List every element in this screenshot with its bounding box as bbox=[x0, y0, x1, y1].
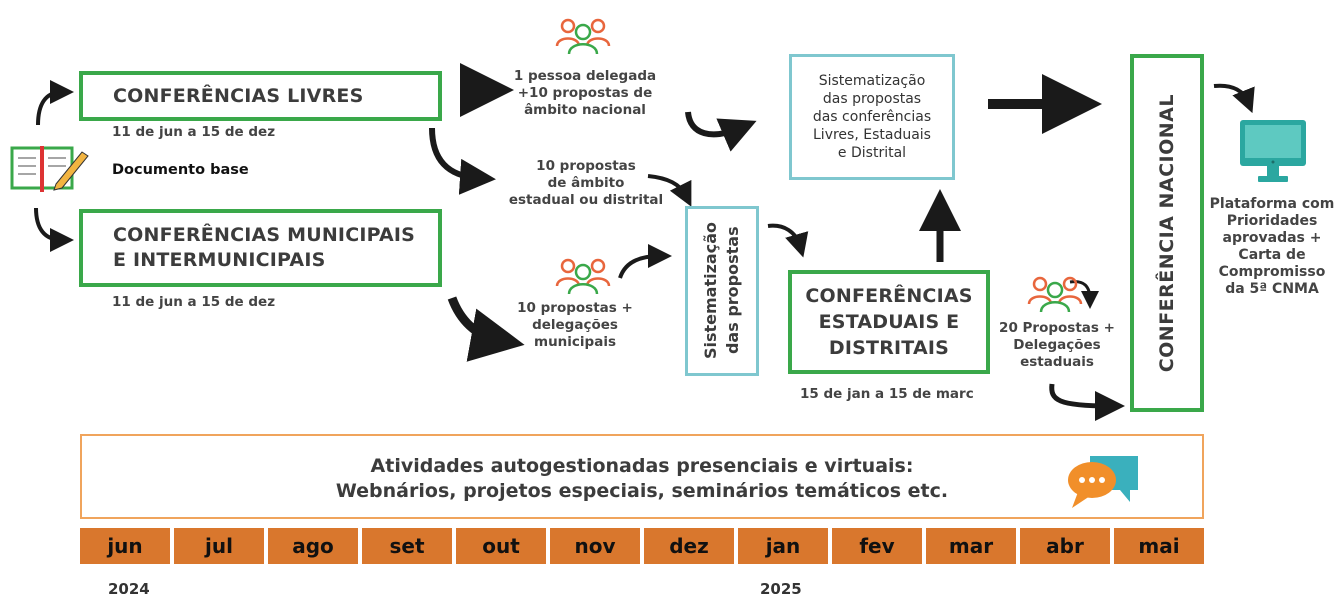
month-out: out bbox=[456, 528, 546, 564]
conferencias-municipais-title-2: E INTERMUNICIPAIS bbox=[113, 249, 326, 271]
sistematizacao-box: Sistematização das propostas das conferê… bbox=[789, 54, 955, 180]
notebook-pencil-icon bbox=[10, 146, 89, 192]
arrow-estaduais-label-to-nacional bbox=[1049, 383, 1125, 421]
month-abr: abr bbox=[1020, 528, 1110, 564]
people-group-icon bbox=[555, 18, 611, 55]
year-2025: 2025 bbox=[760, 580, 802, 598]
arrow-estadual-to-vertical bbox=[647, 174, 692, 207]
month-mai: mai bbox=[1114, 528, 1204, 564]
documento-base-label: Documento base bbox=[112, 162, 249, 178]
year-2024: 2024 bbox=[108, 580, 150, 598]
plataforma-label: Plataforma com Prioridades aprovadas + C… bbox=[1209, 196, 1335, 297]
arrow-doc-to-municipais bbox=[34, 207, 74, 252]
month-fev: fev bbox=[832, 528, 922, 564]
arrow-people-to-right bbox=[1069, 280, 1099, 309]
conferencias-municipais-title-1: CONFERÊNCIAS MUNICIPAIS bbox=[113, 224, 416, 246]
atividades-line-2: Webnários, projetos especiais, seminário… bbox=[335, 480, 949, 502]
month-jun: jun bbox=[80, 528, 170, 564]
chat-bubbles-icon bbox=[1068, 456, 1138, 508]
arrow-municipais-to-label bbox=[447, 296, 525, 362]
month-dez: dez bbox=[644, 528, 734, 564]
month-set: set bbox=[362, 528, 452, 564]
month-timeline: jun jul ago set out nov dez jan fev mar … bbox=[80, 528, 1204, 564]
month-jan: jan bbox=[738, 528, 828, 564]
atividades-line-1: Atividades autogestionadas presenciais e… bbox=[370, 455, 914, 477]
conferencias-municipais-box: CONFERÊNCIAS MUNICIPAIS E INTERMUNICIPAI… bbox=[79, 209, 442, 287]
conferencias-livres-title: CONFERÊNCIAS LIVRES bbox=[113, 84, 364, 107]
conferencias-municipais-date: 11 de jun a 15 de dez bbox=[112, 294, 276, 310]
month-nov: nov bbox=[550, 528, 640, 564]
arrow-vertical-to-estaduais bbox=[767, 223, 809, 258]
arrow-nacional-to-monitor bbox=[1213, 83, 1255, 114]
atividades-box: Atividades autogestionadas presenciais e… bbox=[80, 434, 1204, 519]
conferencias-estaduais-box: CONFERÊNCIAS ESTADUAIS E DISTRITAIS bbox=[788, 270, 990, 374]
arrow-municipal-to-vertical bbox=[618, 244, 672, 279]
sistematizacao-vertical-line-1: Sistematização bbox=[701, 222, 720, 360]
people-group-icon bbox=[555, 258, 611, 295]
month-jul: jul bbox=[174, 528, 264, 564]
conferencias-livres-box: CONFERÊNCIAS LIVRES bbox=[79, 71, 442, 121]
estadual-label: 10 propostas de âmbito estadual ou distr… bbox=[508, 158, 664, 208]
delegada-label: 1 pessoa delegada +10 propostas de âmbit… bbox=[513, 68, 657, 118]
month-ago: ago bbox=[268, 528, 358, 564]
sistematizacao-vertical-line-2: das propostas bbox=[723, 227, 742, 355]
conferencias-livres-date: 11 de jun a 15 de dez bbox=[112, 124, 276, 140]
month-mar: mar bbox=[926, 528, 1016, 564]
estaduais-label: 20 Propostas + Delegações estaduais bbox=[999, 320, 1115, 370]
conferencia-nacional-title: CONFERÊNCIA NACIONAL bbox=[1156, 93, 1178, 373]
arrow-doc-to-livres bbox=[36, 80, 74, 126]
arrow-delegada-to-sistematizacao bbox=[685, 111, 757, 152]
desktop-monitor-icon bbox=[1240, 120, 1306, 182]
conferencias-estaduais-date: 15 de jan a 15 de marc bbox=[800, 386, 974, 402]
people-group-icon bbox=[1027, 276, 1083, 313]
sistematizacao-vertical-box: Sistematização das propostas bbox=[685, 206, 759, 376]
conferencia-nacional-box: CONFERÊNCIA NACIONAL bbox=[1130, 54, 1204, 412]
arrow-livres-to-estadual bbox=[429, 127, 496, 195]
municipais-label: 10 propostas + delegações municipais bbox=[517, 300, 633, 350]
